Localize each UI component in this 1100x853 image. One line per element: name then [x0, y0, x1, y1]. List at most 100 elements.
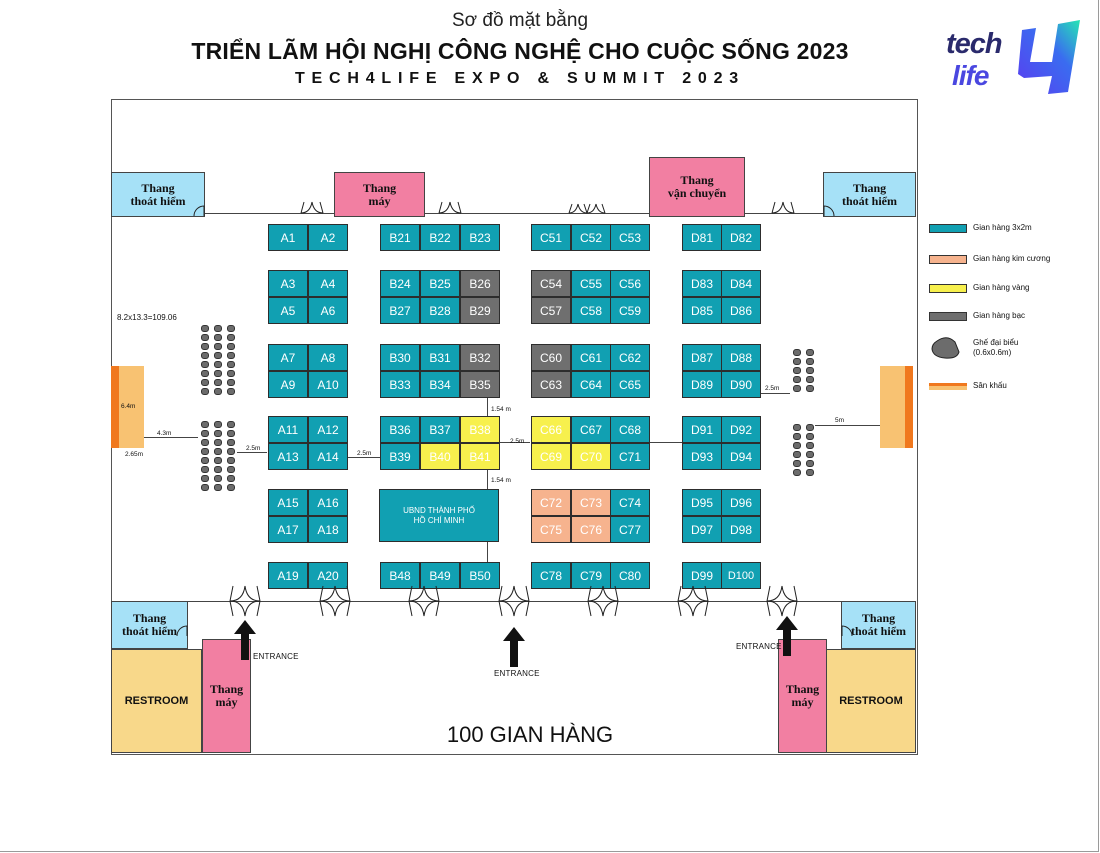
booth-c51[interactable]: C51	[531, 224, 571, 251]
booth-d90[interactable]: D90	[721, 371, 761, 398]
booth-b21[interactable]: B21	[380, 224, 420, 251]
booth-b29[interactable]: B29	[460, 297, 500, 324]
booth-b49[interactable]: B49	[420, 562, 460, 589]
booth-a5[interactable]: A5	[268, 297, 308, 324]
booth-b25[interactable]: B25	[420, 270, 460, 297]
booth-b39[interactable]: B39	[380, 443, 420, 470]
booth-d94[interactable]: D94	[721, 443, 761, 470]
booth-c64[interactable]: C64	[571, 371, 611, 398]
booth-a17[interactable]: A17	[268, 516, 308, 543]
booth-b24[interactable]: B24	[380, 270, 420, 297]
delegate-chair	[214, 370, 222, 377]
booth-d87[interactable]: D87	[682, 344, 722, 371]
booth-c59[interactable]: C59	[610, 297, 650, 324]
booth-b50[interactable]: B50	[460, 562, 500, 589]
booth-c73[interactable]: C73	[571, 489, 611, 516]
booth-c75[interactable]: C75	[531, 516, 571, 543]
booth-c52[interactable]: C52	[571, 224, 611, 251]
booth-a6[interactable]: A6	[308, 297, 348, 324]
booth-c78[interactable]: C78	[531, 562, 571, 589]
booth-c67[interactable]: C67	[571, 416, 611, 443]
booth-b28[interactable]: B28	[420, 297, 460, 324]
booth-c63[interactable]: C63	[531, 371, 571, 398]
booth-c76[interactable]: C76	[571, 516, 611, 543]
booth-b37[interactable]: B37	[420, 416, 460, 443]
booth-c74[interactable]: C74	[610, 489, 650, 516]
booth-b30[interactable]: B30	[380, 344, 420, 371]
booth-c80[interactable]: C80	[610, 562, 650, 589]
booth-d82[interactable]: D82	[721, 224, 761, 251]
booth-c72[interactable]: C72	[531, 489, 571, 516]
booth-b35[interactable]: B35	[460, 371, 500, 398]
booth-a20[interactable]: A20	[308, 562, 348, 589]
booth-b27[interactable]: B27	[380, 297, 420, 324]
booth-a12[interactable]: A12	[308, 416, 348, 443]
measure-aisle-b-c: 2.5m	[510, 438, 525, 445]
booth-a14[interactable]: A14	[308, 443, 348, 470]
booth-c55[interactable]: C55	[571, 270, 611, 297]
booth-c60[interactable]: C60	[531, 344, 571, 371]
booth-d98[interactable]: D98	[721, 516, 761, 543]
booth-d95[interactable]: D95	[682, 489, 722, 516]
booth-a19[interactable]: A19	[268, 562, 308, 589]
booth-d100[interactable]: D100	[721, 562, 761, 589]
booth-d96[interactable]: D96	[721, 489, 761, 516]
booth-d99[interactable]: D99	[682, 562, 722, 589]
booth-a7[interactable]: A7	[268, 344, 308, 371]
booth-d86[interactable]: D86	[721, 297, 761, 324]
booth-b31[interactable]: B31	[420, 344, 460, 371]
booth-c66[interactable]: C66	[531, 416, 571, 443]
booth-c58[interactable]: C58	[571, 297, 611, 324]
booth-a2[interactable]: A2	[308, 224, 348, 251]
booth-a3[interactable]: A3	[268, 270, 308, 297]
booth-a10[interactable]: A10	[308, 371, 348, 398]
booth-d84[interactable]: D84	[721, 270, 761, 297]
booth-c68[interactable]: C68	[610, 416, 650, 443]
booth-c53[interactable]: C53	[610, 224, 650, 251]
booth-d83[interactable]: D83	[682, 270, 722, 297]
booth-a18[interactable]: A18	[308, 516, 348, 543]
booth-c56[interactable]: C56	[610, 270, 650, 297]
booth-b36[interactable]: B36	[380, 416, 420, 443]
booth-c69[interactable]: C69	[531, 443, 571, 470]
booth-b40[interactable]: B40	[420, 443, 460, 470]
booth-d85[interactable]: D85	[682, 297, 722, 324]
booth-c61[interactable]: C61	[571, 344, 611, 371]
booth-a8[interactable]: A8	[308, 344, 348, 371]
delegate-chair	[201, 388, 209, 395]
booth-b22[interactable]: B22	[420, 224, 460, 251]
booth-a13[interactable]: A13	[268, 443, 308, 470]
booth-c57[interactable]: C57	[531, 297, 571, 324]
booth-c70[interactable]: C70	[571, 443, 611, 470]
booth-b48[interactable]: B48	[380, 562, 420, 589]
booth-c62[interactable]: C62	[610, 344, 650, 371]
booth-d92[interactable]: D92	[721, 416, 761, 443]
booth-b32[interactable]: B32	[460, 344, 500, 371]
booth-c77[interactable]: C77	[610, 516, 650, 543]
booth-b23[interactable]: B23	[460, 224, 500, 251]
booth-b33[interactable]: B33	[380, 371, 420, 398]
booth-d88[interactable]: D88	[721, 344, 761, 371]
booth-c54[interactable]: C54	[531, 270, 571, 297]
booth-a4[interactable]: A4	[308, 270, 348, 297]
booth-d97[interactable]: D97	[682, 516, 722, 543]
booth-b34[interactable]: B34	[420, 371, 460, 398]
booth-c79[interactable]: C79	[571, 562, 611, 589]
booth-b38[interactable]: B38	[460, 416, 500, 443]
booth-c65[interactable]: C65	[610, 371, 650, 398]
delegate-chair	[214, 334, 222, 341]
booth-d93[interactable]: D93	[682, 443, 722, 470]
booth-b26[interactable]: B26	[460, 270, 500, 297]
booth-d91[interactable]: D91	[682, 416, 722, 443]
booth-a1[interactable]: A1	[268, 224, 308, 251]
floorplan-subtitle: Sơ đồ mặt bằng	[451, 10, 589, 31]
booth-d81[interactable]: D81	[682, 224, 722, 251]
booth-c71[interactable]: C71	[610, 443, 650, 470]
booth-a16[interactable]: A16	[308, 489, 348, 516]
booth-b41[interactable]: B41	[460, 443, 500, 470]
booth-a15[interactable]: A15	[268, 489, 308, 516]
booth-a9[interactable]: A9	[268, 371, 308, 398]
booth-d89[interactable]: D89	[682, 371, 722, 398]
booth-a11[interactable]: A11	[268, 416, 308, 443]
